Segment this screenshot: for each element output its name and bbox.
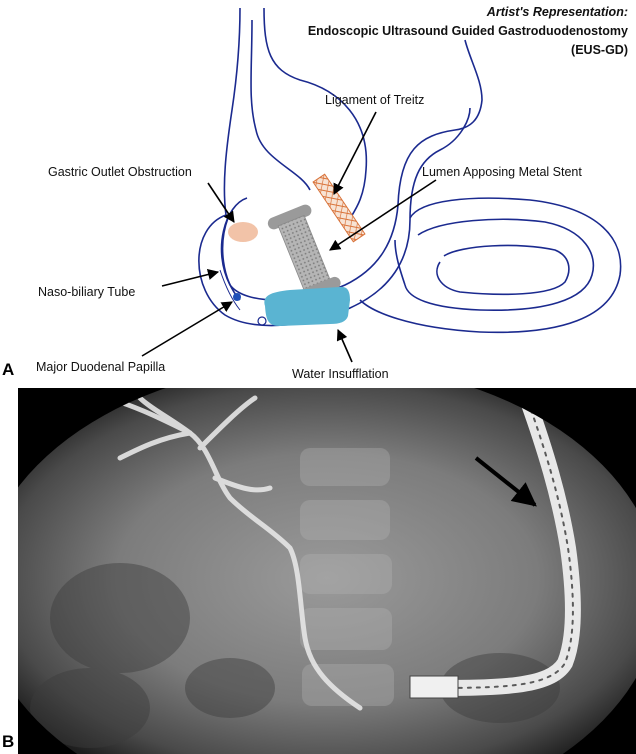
anatomy-diagram: [141, 7, 622, 363]
title-line-2: Endoscopic Ultrasound Guided Gastroduode…: [307, 24, 628, 38]
label-major-duodenal-papilla: Major Duodenal Papilla: [36, 360, 166, 374]
label-gastric-outlet-obstruction: Gastric Outlet Obstruction: [48, 165, 192, 179]
gastric-outlet-obstruction-shape: [228, 222, 258, 242]
panel-letter-a: A: [2, 360, 15, 379]
label-stent: Lumen Apposing Metal Stent: [422, 165, 582, 179]
fluoroscopy-image: [18, 388, 636, 754]
panel-b-fluoroscopy: B: [0, 388, 636, 754]
stomach-outline: [198, 7, 471, 327]
ligament-of-treitz-shape: [312, 173, 366, 243]
title-line-1: Artist's Representation:: [486, 5, 628, 19]
label-ligament-of-treitz: Ligament of Treitz: [325, 93, 425, 107]
title-line-3: (EUS-GD): [571, 43, 628, 57]
panel-a-schematic: Artist's Representation: Endoscopic Ultr…: [2, 5, 628, 381]
label-naso-biliary-tube: Naso-biliary Tube: [38, 285, 136, 299]
major-duodenal-papilla-dot: [233, 293, 241, 301]
label-water-insufflation: Water Insufflation: [292, 367, 389, 381]
duodenal-coil: [359, 39, 622, 334]
panel-letter-b: B: [2, 732, 15, 751]
fluoroscopy-arrow: [474, 456, 537, 507]
label-arrows: [141, 111, 437, 363]
water-insufflation-shape: [264, 286, 350, 326]
